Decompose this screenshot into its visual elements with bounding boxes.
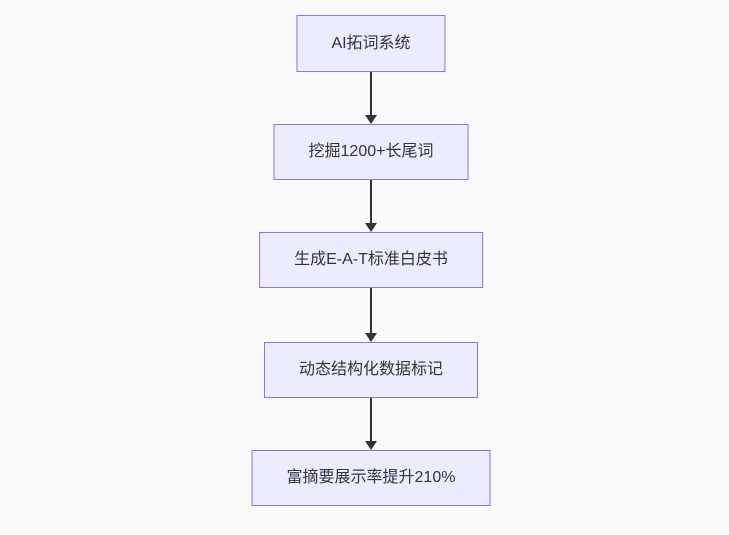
flow-arrow-1	[365, 72, 377, 124]
arrowhead-down-icon	[365, 441, 377, 450]
node-label: 富摘要展示率提升210%	[286, 469, 456, 486]
arrow-line	[370, 180, 372, 224]
flowchart-node-ai-word-system: AI拓词系统	[296, 15, 446, 72]
flowchart-node-structured-data: 动态结构化数据标记	[263, 342, 479, 398]
node-label: 动态结构化数据标记	[298, 361, 444, 378]
arrow-line	[370, 72, 372, 116]
flowchart-node-longtail-mining: 挖掘1200+长尾词	[273, 124, 469, 180]
arrowhead-down-icon	[365, 333, 377, 342]
arrowhead-down-icon	[365, 115, 377, 124]
node-label: 挖掘1200+长尾词	[308, 143, 434, 160]
arrow-line	[370, 288, 372, 334]
arrowhead-down-icon	[365, 223, 377, 232]
arrow-line	[370, 398, 372, 442]
node-label: 生成E-A-T标准白皮书	[294, 251, 448, 268]
flowchart-node-rich-snippet-rate: 富摘要展示率提升210%	[251, 450, 491, 506]
flow-arrow-2	[365, 180, 377, 232]
flow-arrow-4	[365, 398, 377, 450]
flow-arrow-3	[365, 288, 377, 342]
node-label: AI拓词系统	[331, 34, 411, 52]
flowchart-node-eat-whitepaper: 生成E-A-T标准白皮书	[259, 232, 483, 288]
